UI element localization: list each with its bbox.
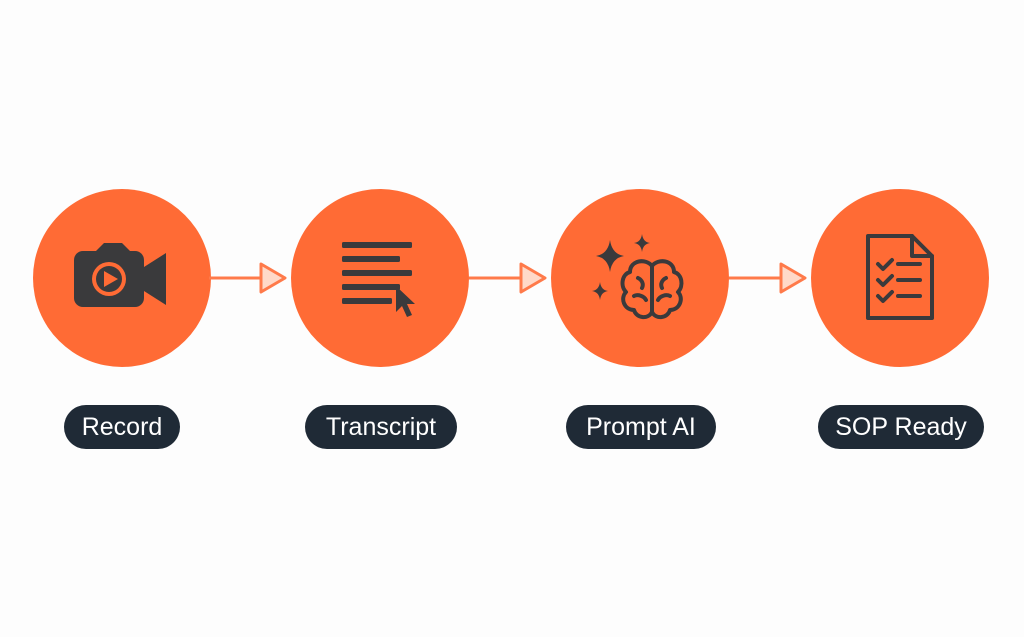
text-lines-cursor-icon [342, 242, 415, 317]
step-label-transcript: Transcript [305, 405, 457, 449]
step-label-sop-ready: SOP Ready [818, 405, 984, 449]
step-sop-ready-circle [811, 189, 989, 367]
step-prompt-ai-circle [551, 189, 729, 367]
arrow-right-icon [729, 262, 807, 294]
video-camera-icon [74, 243, 166, 307]
checklist-document-icon [866, 234, 934, 320]
sparkles-brain-icon [592, 234, 684, 319]
arrow-right-icon [469, 262, 547, 294]
step-label-prompt-ai: Prompt AI [566, 405, 716, 449]
step-label-record: Record [64, 405, 180, 449]
arrow-right-icon [209, 262, 287, 294]
step-record-circle [33, 189, 211, 367]
step-transcript-circle [291, 189, 469, 367]
